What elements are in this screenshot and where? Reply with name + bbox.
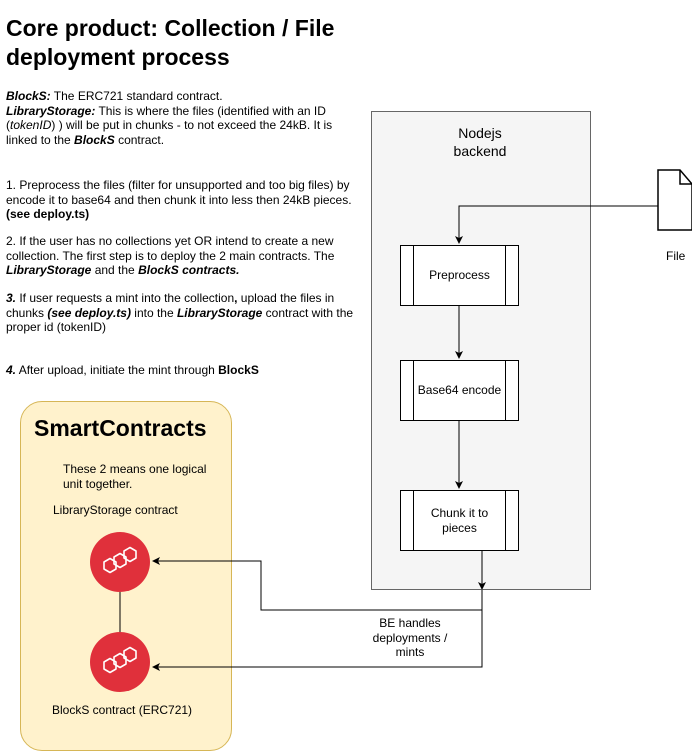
token-id: tokenID bbox=[10, 118, 52, 133]
step-4-text: After upload, initiate the mint through bbox=[16, 363, 219, 377]
backend-label-line-2: backend bbox=[453, 143, 507, 159]
step-2-text-a: If the user has no collections yet OR in… bbox=[6, 234, 335, 263]
step-4-num: 4. bbox=[6, 363, 17, 377]
step-4: 4. After upload, initiate the mint throu… bbox=[6, 363, 358, 378]
chunk-step: Chunk it to pieces bbox=[400, 490, 519, 551]
deployments-edge-label: BE handles deployments / mints bbox=[362, 616, 458, 660]
library-desc-2: ) ) will be put in chunks - to not excee… bbox=[6, 118, 333, 147]
step-1-text: Preprocess the files (filter for unsuppo… bbox=[6, 178, 352, 207]
step-2-emph-b: BlockS contracts. bbox=[138, 263, 240, 278]
blocks-contract-label: BlockS contract (ERC721) bbox=[52, 703, 193, 717]
step-3-emph-a: (see deploy.ts) bbox=[47, 305, 131, 320]
step-3-text-a: If user requests a mint into the collect… bbox=[16, 291, 235, 305]
step-1-bold: (see deploy.ts) bbox=[6, 207, 90, 222]
base64-encode-step: Base64 encode bbox=[400, 360, 519, 421]
preprocess-step: Preprocess bbox=[400, 245, 519, 306]
step-3-text-d: contract with the proper id (tokenID) bbox=[6, 305, 354, 335]
smart-contracts-note: These 2 means one logical unit together. bbox=[63, 462, 207, 491]
step-1-num: 1. bbox=[6, 178, 17, 192]
library-storage-contract-icon bbox=[90, 532, 150, 592]
chunk-label: Chunk it to pieces bbox=[430, 505, 489, 535]
step-3-emph-b: LibraryStorage bbox=[176, 305, 263, 320]
step-3-text-b: upload the files in chunks bbox=[6, 291, 335, 320]
step-2-num: 2. bbox=[6, 234, 17, 248]
library-storage-label: LibraryStorage contract bbox=[53, 503, 178, 517]
blocks-name: BlockS: bbox=[6, 89, 51, 103]
blocks-ref: BlockS bbox=[74, 132, 115, 147]
step-3-text-c: into the bbox=[130, 305, 177, 320]
base64-encode-label: Base64 encode bbox=[417, 383, 502, 398]
smart-contracts-title: SmartContracts bbox=[34, 415, 207, 441]
file-to-preprocess-arrow bbox=[455, 205, 658, 244]
step-3-comma: , bbox=[234, 291, 238, 305]
library-desc-3: contract. bbox=[114, 132, 165, 147]
library-desc-1: This is where the files (identified with… bbox=[6, 103, 326, 133]
blocks-desc: The ERC721 standard contract. bbox=[50, 89, 223, 103]
step-2: 2. If the user has no collections yet OR… bbox=[6, 234, 358, 278]
blocks-contract-icon bbox=[90, 632, 150, 692]
backend-label-line-1: Nodejs bbox=[458, 125, 502, 141]
step-4-bold: BlockS bbox=[218, 363, 259, 377]
preprocess-label: Preprocess bbox=[429, 268, 490, 283]
step-3: 3. If user requests a mint into the coll… bbox=[6, 291, 358, 335]
intro-paragraph: BlockS: The ERC721 standard contract. Li… bbox=[6, 89, 358, 147]
page-title: Core product: Collection / File deployme… bbox=[6, 15, 335, 70]
file-icon bbox=[657, 169, 692, 231]
backend-to-library-arrow bbox=[152, 557, 483, 611]
nodejs-backend-label: Nodejs backend bbox=[420, 124, 540, 160]
step-2-text-b: and the bbox=[91, 263, 139, 278]
file-label: File bbox=[666, 249, 686, 263]
step-3-num: 3. bbox=[6, 291, 17, 305]
step-2-emph-a: LibraryStorage bbox=[6, 263, 92, 278]
step-1: 1. Preprocess the files (filter for unsu… bbox=[6, 178, 358, 222]
library-name: LibraryStorage: bbox=[6, 103, 96, 118]
backend-to-blocks-arrow bbox=[152, 610, 483, 671]
